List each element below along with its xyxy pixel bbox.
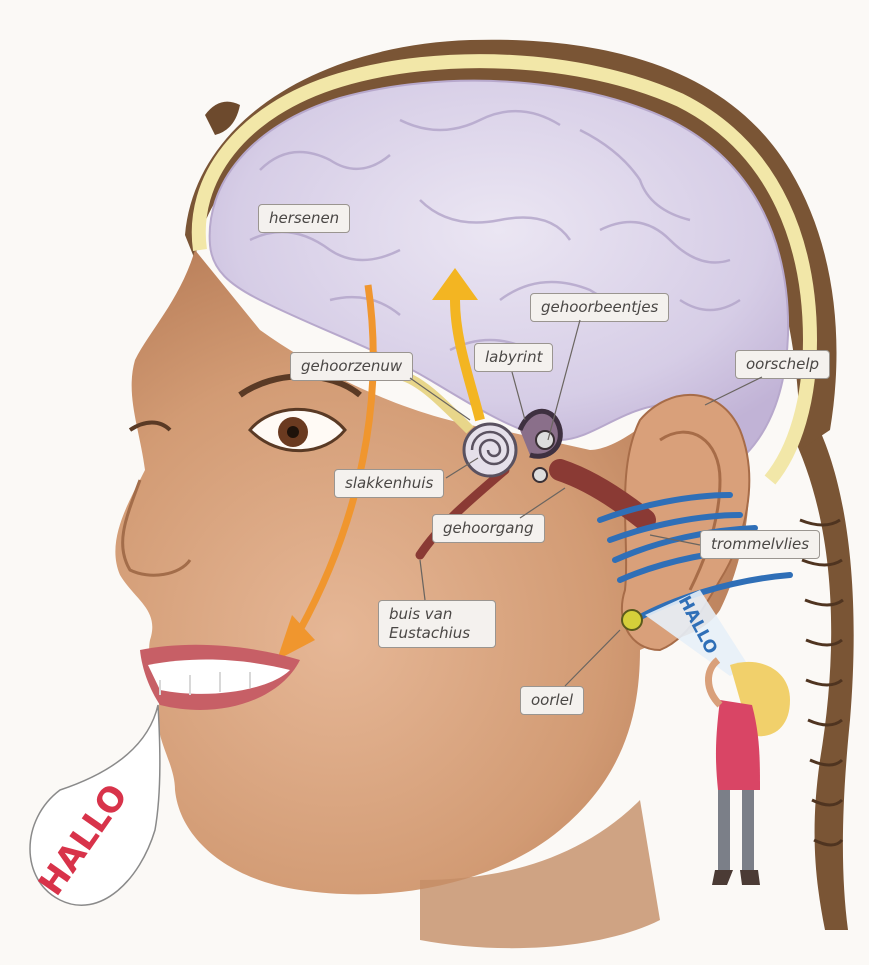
label-eustachius: Eustachius	[389, 624, 470, 642]
label-hersenen: hersenen	[258, 204, 350, 233]
label-oorschelp: oorschelp	[735, 350, 830, 379]
label-gehoorzenuw: gehoorzenuw	[290, 352, 413, 381]
label-trommelvlies: trommelvlies	[700, 530, 820, 559]
label-buis-van: buis van	[389, 605, 452, 623]
label-slakkenhuis: slakkenhuis	[334, 469, 444, 498]
label-gehoorbeentjes: gehoorbeentjes	[530, 293, 669, 322]
label-labyrint: labyrint	[474, 343, 553, 372]
label-gehoorgang: gehoorgang	[432, 514, 545, 543]
label-oorlel: oorlel	[520, 686, 584, 715]
label-buis-van-eustachius: buis van Eustachius	[378, 600, 496, 648]
